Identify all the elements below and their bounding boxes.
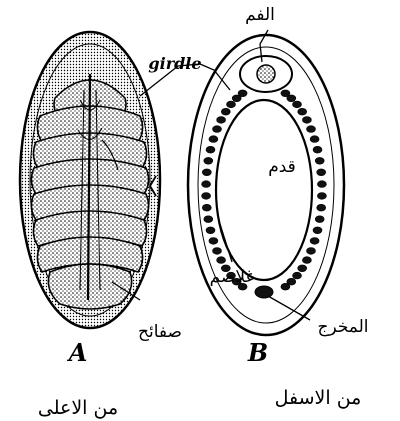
gill-lamella <box>202 193 211 200</box>
foot-label: قدم <box>268 157 296 177</box>
dorsal-view-figure <box>20 32 160 328</box>
gill-lamella <box>317 181 326 188</box>
gill-lamella <box>293 101 302 108</box>
gill-lamella <box>213 126 222 133</box>
gill-lamella <box>298 265 307 272</box>
gill-lamella <box>206 146 215 153</box>
gill-lamella <box>317 193 326 200</box>
gill-lamella <box>317 204 326 211</box>
gill-lamella <box>227 101 236 108</box>
gill-lamella <box>206 227 215 234</box>
gill-lamella <box>221 108 230 115</box>
gill-lamella <box>302 117 311 124</box>
ventral-view-figure <box>188 35 344 335</box>
gill-lamella <box>209 136 218 143</box>
gill-lamella <box>315 216 324 223</box>
mouth-opening <box>257 65 275 83</box>
gill-lamella <box>307 248 316 255</box>
gill-lamella <box>313 146 322 153</box>
gill-lamella <box>209 238 218 245</box>
gill-lamella <box>310 136 319 143</box>
gill-lamella <box>202 204 211 211</box>
gill-lamella <box>313 227 322 234</box>
figure-a-letter: A <box>67 338 88 367</box>
gill-lamella <box>298 108 307 115</box>
dorsal-view-caption: من الاعلى <box>38 397 118 419</box>
anus-area <box>255 286 273 298</box>
gill-lamella <box>317 169 326 176</box>
gill-lamella <box>204 157 213 164</box>
gill-lamella <box>302 257 311 264</box>
gill-lamella <box>293 272 302 279</box>
anus-label: المخرج <box>317 317 368 337</box>
gill-lamella <box>232 95 241 102</box>
figure-b-letter: B <box>247 338 268 367</box>
gill-lamella <box>310 238 319 245</box>
gill-lamella <box>281 283 290 290</box>
gills-label: غلاصم <box>210 267 255 287</box>
gill-lamella <box>217 117 226 124</box>
gill-lamella <box>307 126 316 133</box>
gill-lamella <box>315 157 324 164</box>
gill-lamella <box>204 216 213 223</box>
gill-lamella <box>202 181 211 188</box>
gill-lamella <box>202 169 211 176</box>
girdle-label: girdle <box>148 54 201 73</box>
mouth-label: الفم <box>245 5 275 25</box>
gill-lamella <box>213 248 222 255</box>
ventral-view-caption: من الاسفل <box>275 387 362 409</box>
plates-label: صفائح <box>138 322 182 342</box>
foot-outline <box>216 100 312 280</box>
gill-lamella <box>217 257 226 264</box>
gill-lamella <box>287 95 296 102</box>
